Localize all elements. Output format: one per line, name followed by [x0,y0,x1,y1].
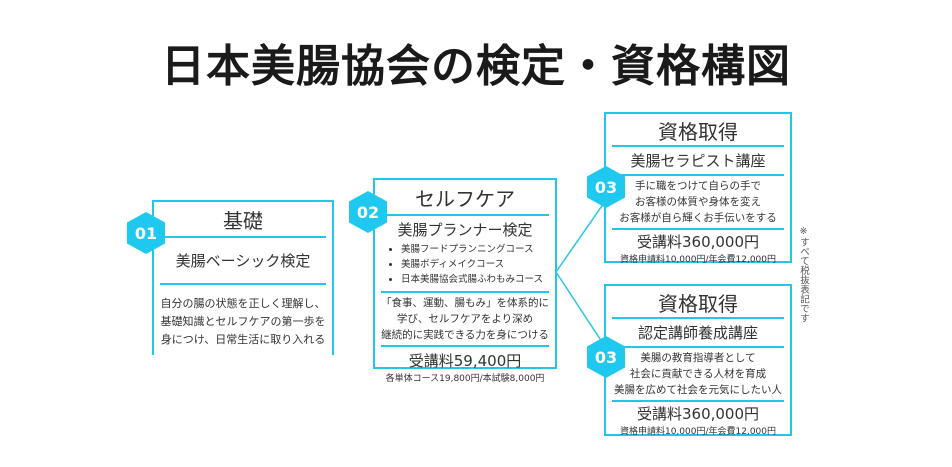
divider [381,214,549,216]
divider [612,400,784,402]
divider [612,317,784,319]
fee-note: 各単体コース19,800円/本試験8,000円 [385,374,545,384]
course-name: 認定講師養成講座 [637,324,758,342]
step-heading: 基礎 [223,209,263,233]
sub-course: 美腸ボディメイクコース [401,257,555,272]
description-line: お客様の体質や身体を変え [635,196,761,208]
step-basic-card: 基礎 美腸ベーシック検定 自分の腸の状態を正しく理解し、 基礎知識とセルフケアの… [152,200,334,355]
step-selfcare-card: セルフケア 美腸プランナー検定 美腸フードプランニングコース 美腸ボディメイクコ… [373,178,557,384]
description-line: 自分の腸の状態を正しく理解し、 [160,297,326,310]
divider [160,283,326,285]
divider [160,236,326,238]
description-line: 身につけ、日常生活に取り入れる [160,333,326,346]
step-badge: 02 [349,191,387,233]
divider [612,145,784,147]
connector-line [555,271,605,346]
course-name: 美腸ベーシック検定 [175,252,311,270]
description-line: お客様が自ら輝くお手伝いをする [619,212,777,224]
page-title: 日本美腸協会の検定・資格構図 [161,41,791,92]
sub-course-list: 美腸フードプランニングコース 美腸ボディメイクコース 日本美腸協会式腸ふわもみコ… [375,242,555,287]
description-line: 「食事、運動、腸もみ」を体系的に [381,297,549,309]
course-name: 美腸プランナー検定 [397,221,533,239]
tax-note: ※すべて税抜表記です [798,226,809,323]
description-line: 美腸の教育指導者として [640,352,756,364]
fee-note: 資格申請料10,000円/年会費12,000円 [619,427,776,437]
divider [612,346,784,348]
description-line: 学び、セルフケアをより深め [396,313,534,325]
description-line: 社会に貢献できる人材を育成 [629,368,767,380]
sub-course: 美腸フードプランニングコース [401,242,555,257]
description-line: 基礎知識とセルフケアの第一歩を [160,315,326,328]
step-heading: 資格取得 [658,120,738,144]
divider [381,291,549,293]
step-instructor-card: 資格取得 認定講師養成講座 美腸の教育指導者として 社会に貢献できる人材を育成 … [604,284,792,437]
description-line: 美腸を広めて社会を元気にしたい人 [614,384,782,396]
description-line: 手に職をつけて自らの手で [635,180,761,192]
step-heading: 資格取得 [658,292,738,316]
divider [612,228,784,230]
fee-note: 資格申請料10,000円/年会費12,000円 [619,255,776,265]
fee: 受講料360,000円 [636,405,760,423]
sub-course: 日本美腸協会式腸ふわもみコース [401,272,555,287]
step-therapist-card: 資格取得 美腸セラピスト講座 手に職をつけて自らの手で お客様の体質や身体を変え… [604,112,792,265]
divider [381,345,549,347]
divider [612,174,784,176]
step-heading: セルフケア [415,187,515,211]
fee: 受講料59,400円 [408,352,522,370]
description-line: 継続的に実践できる力を身につける [381,329,549,341]
course-name: 美腸セラピスト講座 [630,152,766,170]
fee: 受講料360,000円 [636,233,760,251]
connector-line [555,199,607,273]
